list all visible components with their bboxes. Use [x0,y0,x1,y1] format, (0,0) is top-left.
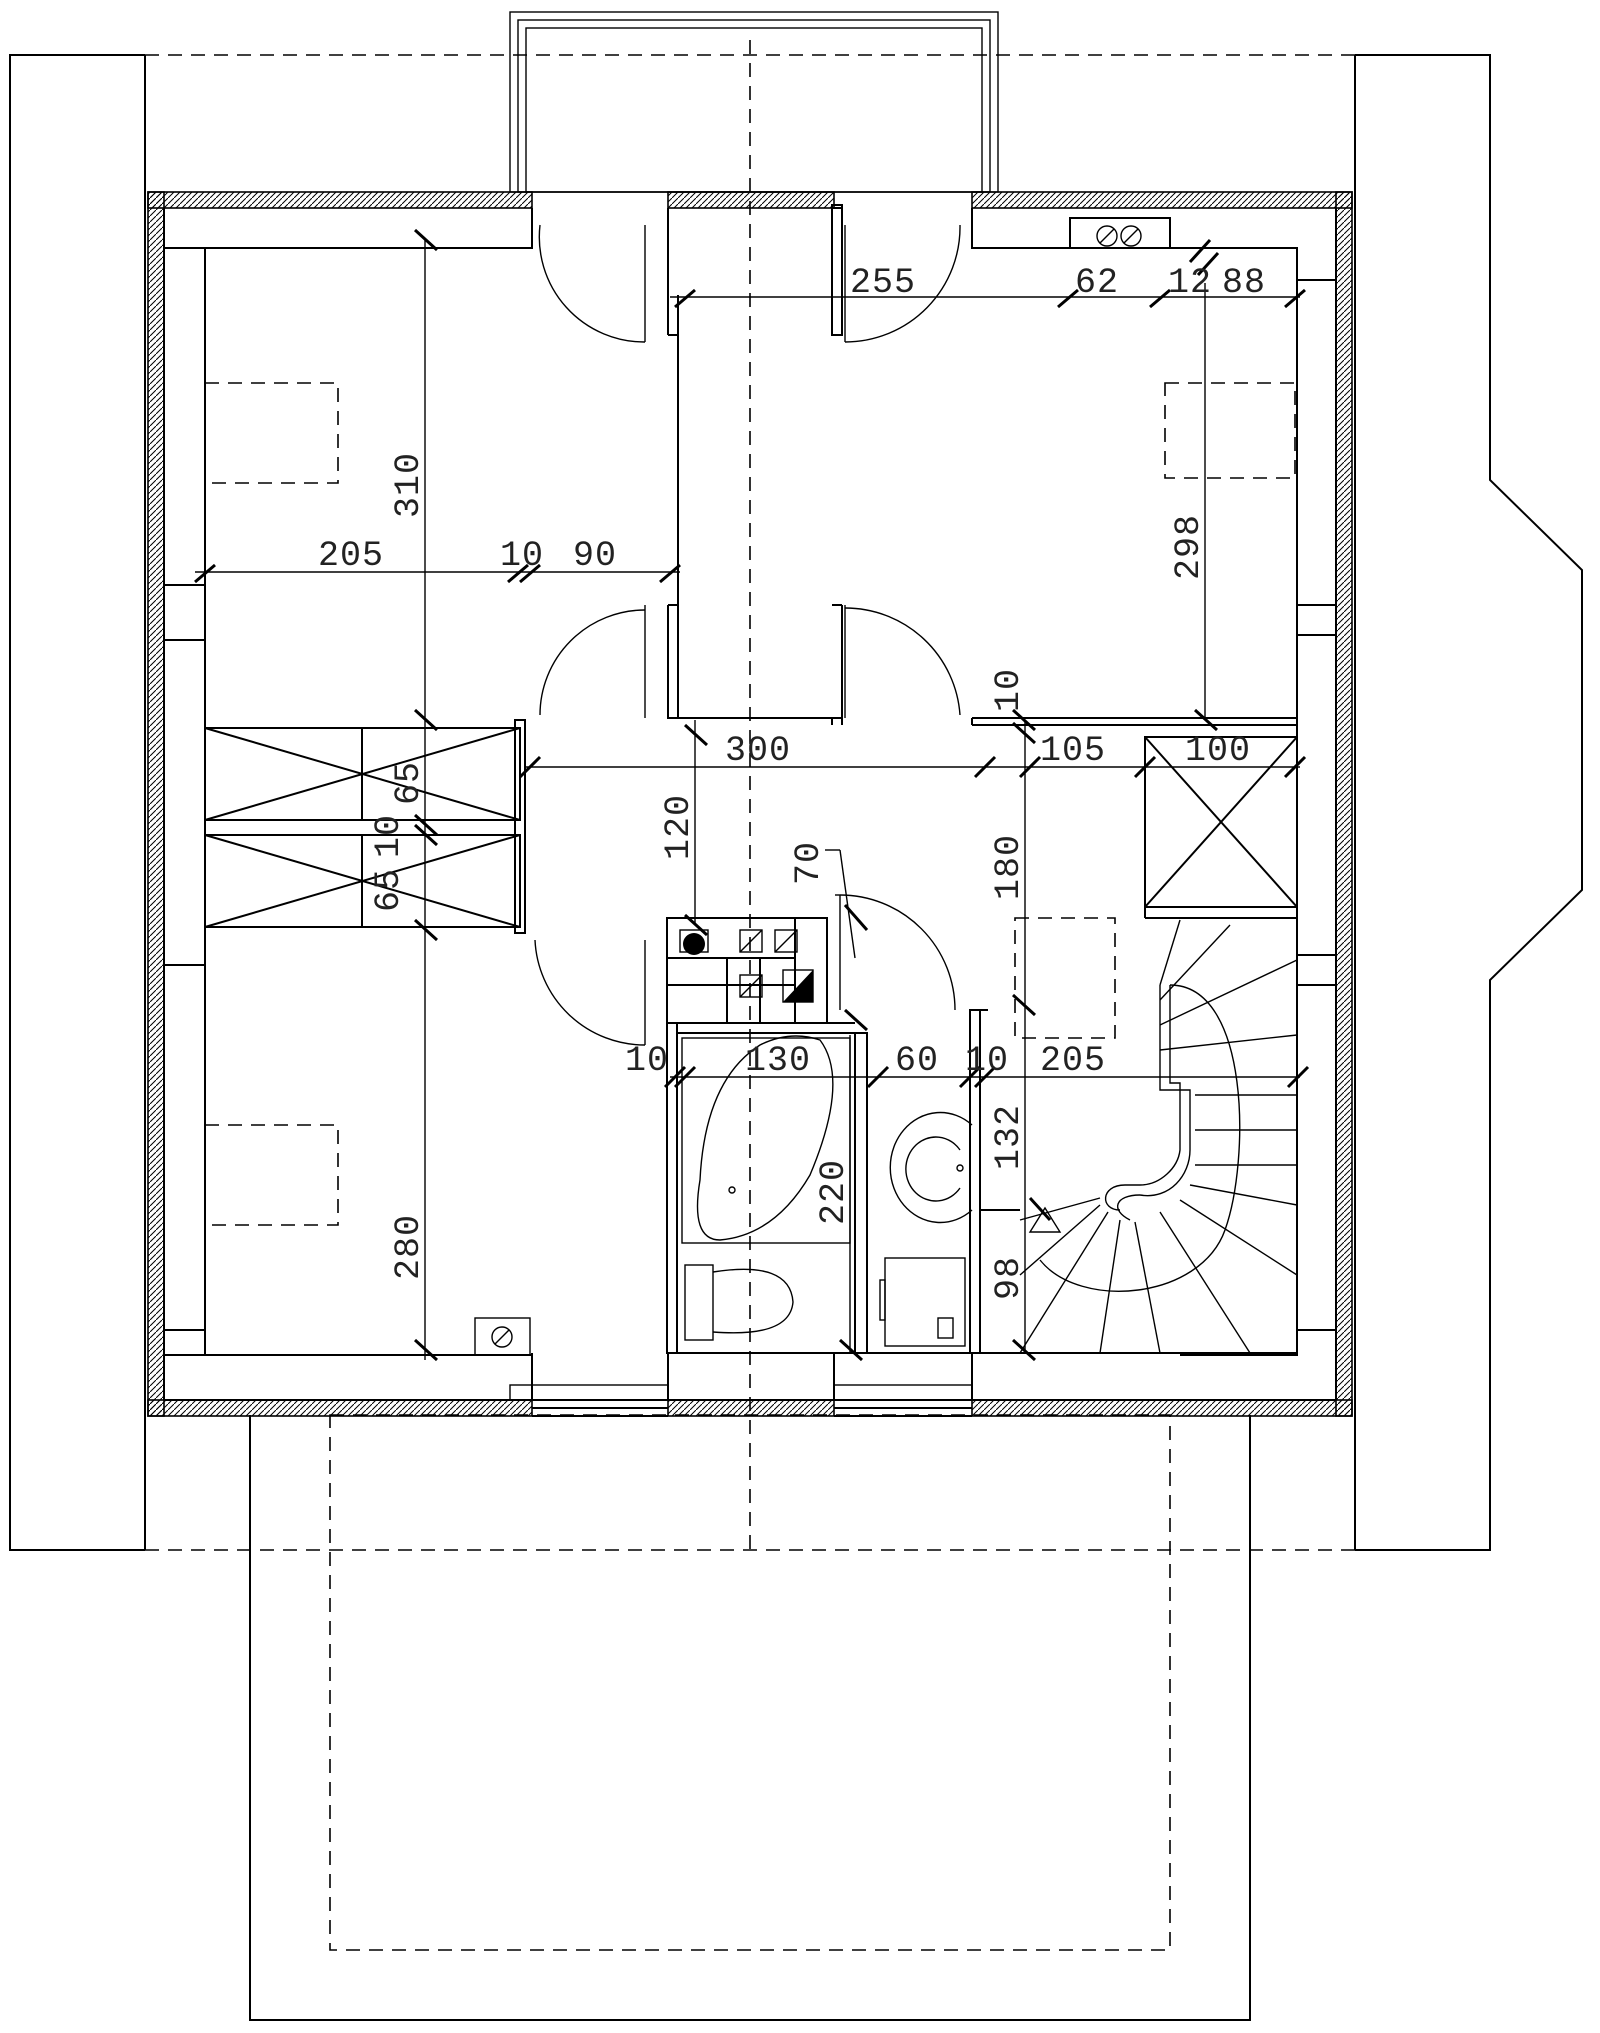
dim-70: 70 [789,841,829,885]
dimension-lines [195,240,1300,1360]
dim-65-b: 65 [369,868,409,912]
dim-300: 300 [725,731,791,771]
balcony [509,11,999,193]
roof-outline [9,40,1583,1551]
dim-98: 98 [989,1256,1029,1300]
dim-205-top: 205 [318,536,384,576]
dim-10-top: 10 [500,536,544,576]
dim-132: 132 [989,1104,1029,1170]
dim-10-wc: 10 [965,1041,1009,1081]
dim-220: 220 [814,1159,854,1225]
dim-120: 120 [659,794,699,860]
dim-298: 298 [1169,514,1209,580]
skylights [204,382,1296,1226]
lower-roof [249,1414,1251,2021]
toilet [684,1264,714,1341]
drain-icon [683,933,705,955]
dim-255: 255 [850,263,916,303]
doors [509,224,973,1401]
dim-62: 62 [1075,263,1119,303]
dim-10-bath: 10 [625,1041,669,1081]
sink [889,1111,973,1224]
dim-60: 60 [895,1041,939,1081]
dim-10-right: 10 [989,668,1029,712]
dim-280: 280 [389,1214,429,1280]
dim-100: 100 [1185,731,1251,771]
dim-65-a: 65 [389,761,429,805]
dim-105: 105 [1040,731,1106,771]
dimension-labels: 255 62 12 88 205 10 90 300 105 100 10 13… [318,263,1266,1300]
exterior-walls [147,191,1353,1417]
dim-130: 130 [745,1041,811,1081]
dimension-ticks [194,228,1310,1362]
interior-walls [204,204,1298,1400]
dim-90: 90 [573,536,617,576]
dim-310: 310 [389,452,429,518]
up-arrow-icon [1028,1206,1062,1233]
dim-205-bottom: 205 [1040,1041,1106,1081]
dim-10-mid: 10 [369,814,409,858]
dim-88: 88 [1222,263,1266,303]
dim-180: 180 [989,834,1029,900]
staircase [1019,919,1298,1354]
dim-12: 12 [1168,263,1212,303]
chimney-vents [474,929,814,1356]
